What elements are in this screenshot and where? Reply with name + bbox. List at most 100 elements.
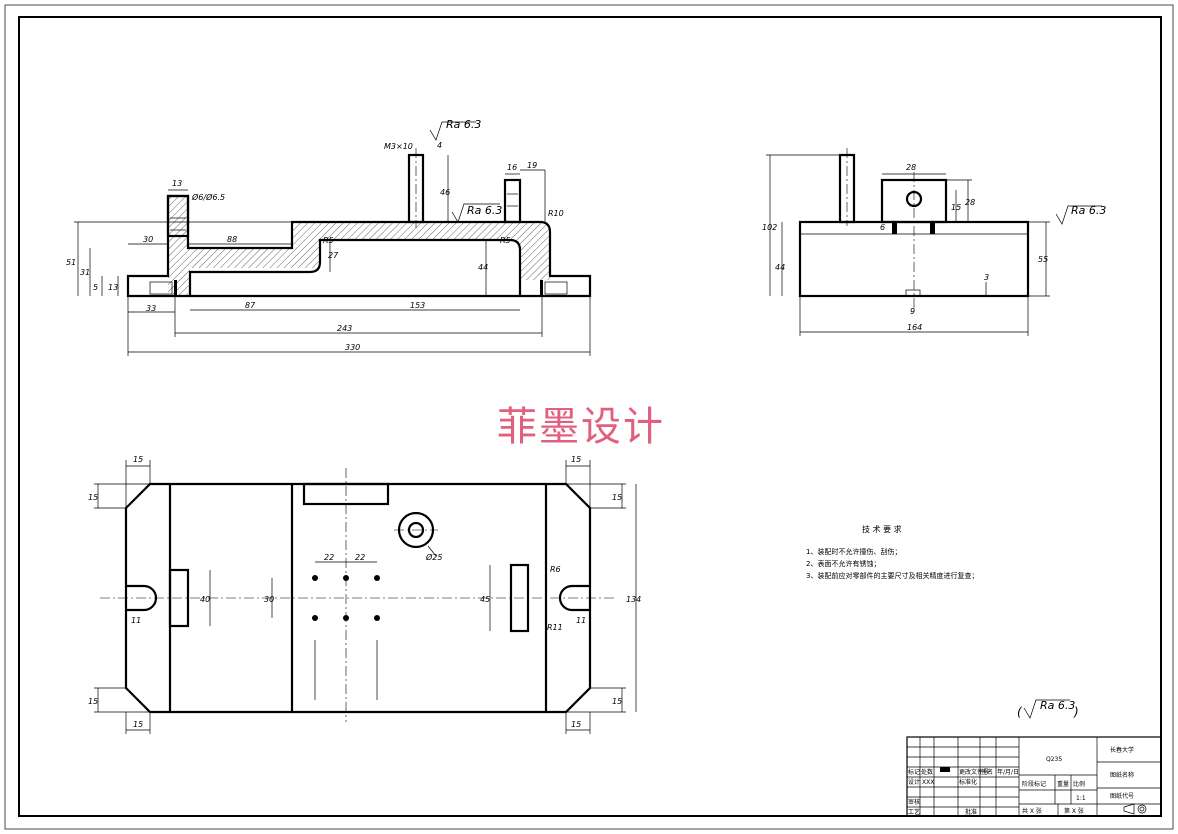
dim-153: 153 bbox=[410, 301, 425, 310]
tb-sheets-total: 共 X 张 bbox=[1022, 807, 1042, 815]
dim-28-top: 28 bbox=[906, 163, 916, 172]
general-roughness-label: Ra 6.3 bbox=[1040, 699, 1075, 712]
tech-req-item-3: 3、装配前应对零部件的主要尺寸及相关精度进行复查； bbox=[806, 571, 978, 580]
side-view: 102 28 15 28 6 44 55 3 9 164 Ra 6.3 bbox=[762, 148, 1106, 336]
tb-drawing-name: 图纸名称 bbox=[1110, 771, 1134, 779]
watermark: 菲墨设计 bbox=[497, 404, 665, 450]
dim-11-right: 11 bbox=[576, 616, 586, 625]
dim-r5-left: R5 bbox=[323, 236, 334, 245]
dim-19: 19 bbox=[527, 161, 537, 170]
tb-signature: 签名 bbox=[981, 768, 993, 776]
dim-5: 5 bbox=[93, 283, 98, 292]
dim-28-side: 28 bbox=[965, 198, 975, 207]
dim-r5-right: R5 bbox=[500, 236, 511, 245]
dim-45: 45 bbox=[480, 595, 490, 604]
roughness-side-label: Ra 6.3 bbox=[1071, 204, 1106, 217]
tapped-holes bbox=[312, 575, 380, 621]
front-inner-cavity bbox=[188, 238, 522, 296]
dim-44: 44 bbox=[478, 263, 488, 272]
dim-31: 31 bbox=[80, 268, 90, 277]
counterbore-callout: Ø6/Ø6.5 bbox=[191, 192, 225, 202]
dim-27: 27 bbox=[328, 251, 339, 260]
dim-51: 51 bbox=[66, 258, 76, 267]
dim-243: 243 bbox=[337, 324, 352, 333]
dim-15-rb: 15 bbox=[612, 697, 622, 706]
dim-330: 330 bbox=[345, 343, 360, 352]
top-dimensions bbox=[94, 460, 637, 734]
dim-13-top: 13 bbox=[172, 179, 182, 188]
dim-15-lb: 15 bbox=[88, 697, 98, 706]
projection-symbol-icon bbox=[1123, 803, 1147, 815]
tb-check: 审核 bbox=[908, 798, 920, 806]
dim-22-left: 22 bbox=[324, 553, 334, 562]
dim-15-lt: 15 bbox=[88, 493, 98, 502]
tb-material: Q235 bbox=[1046, 756, 1062, 763]
tech-req-item-1: 1、装配时不允许撞伤、刮伤； bbox=[806, 547, 901, 556]
sheet-outer-border bbox=[4, 4, 1174, 830]
top-view: 15 15 15 15 15 15 15 15 22 22 Ø25 40 30 … bbox=[88, 455, 641, 734]
dim-6: 6 bbox=[880, 223, 885, 232]
side-dimensions bbox=[766, 154, 1050, 336]
dim-33: 33 bbox=[146, 304, 156, 313]
dim-134: 134 bbox=[626, 595, 641, 604]
dim-9: 9 bbox=[910, 307, 915, 316]
thread-callout: M3×10 bbox=[384, 142, 413, 151]
dim-4: 4 bbox=[437, 141, 442, 150]
dim-164: 164 bbox=[907, 323, 922, 332]
tb-date: 年/月/日 bbox=[997, 768, 1019, 776]
dim-87: 87 bbox=[245, 301, 256, 310]
roughness-symbol-mid bbox=[451, 203, 500, 223]
dim-22-right: 22 bbox=[355, 553, 365, 562]
tb-design-value: XXX bbox=[922, 779, 934, 786]
tb-drawing-number: 图纸代号 bbox=[1110, 792, 1134, 800]
tb-standardize: 标准化 bbox=[959, 778, 977, 786]
tb-university: 长春大学 bbox=[1110, 746, 1134, 754]
roughness-mid-label: Ra 6.3 bbox=[467, 204, 502, 217]
dim-15-br: 15 bbox=[571, 720, 581, 729]
general-roughness: ( Ra 6.3 ) bbox=[1017, 699, 1079, 719]
left-bottom-slot bbox=[149, 281, 173, 295]
technical-requirements: 技 术 要 求 1、装配时不允许撞伤、刮伤； 2、表面不允许有锈蚀； 3、装配前… bbox=[806, 524, 978, 580]
svg-text:): ) bbox=[1073, 705, 1079, 719]
dim-55: 55 bbox=[1038, 255, 1048, 264]
dim-46: 46 bbox=[440, 188, 450, 197]
dim-102: 102 bbox=[762, 223, 777, 232]
dim-15: 15 bbox=[951, 203, 961, 212]
left-boss bbox=[166, 194, 190, 238]
dim-30-holes: 30 bbox=[264, 595, 274, 604]
dim-13-left: 13 bbox=[108, 283, 118, 292]
tb-mark: 标记 bbox=[908, 768, 920, 776]
side-bottom-slot bbox=[905, 289, 921, 297]
tb-sheet-no: 第 X 张 bbox=[1064, 807, 1084, 815]
right-bottom-slot bbox=[544, 281, 568, 295]
tb-design-label: 设计 bbox=[908, 778, 920, 786]
left-key-slot bbox=[168, 568, 190, 628]
dim-15-tl: 15 bbox=[133, 455, 143, 464]
tb-scale-value: 1:1 bbox=[1076, 795, 1086, 802]
dim-44-side: 44 bbox=[775, 263, 785, 272]
tb-process: 工艺 bbox=[908, 808, 920, 816]
tb-weight: 重量 bbox=[1057, 780, 1069, 788]
dim-30: 30 bbox=[143, 235, 153, 244]
dim-15-tr: 15 bbox=[571, 455, 581, 464]
front-section-view: 330 243 33 87 153 30 88 R5 R5 27 44 51 3… bbox=[66, 118, 592, 356]
tech-req-title: 技 术 要 求 bbox=[862, 524, 902, 534]
dim-r6: R6 bbox=[550, 565, 561, 574]
dim-88: 88 bbox=[227, 235, 237, 244]
sheet-inner-border bbox=[18, 16, 1162, 817]
dim-40: 40 bbox=[200, 595, 210, 604]
front-dimensions bbox=[74, 155, 591, 356]
tb-scale-label: 比例 bbox=[1073, 780, 1085, 788]
dim-3: 3 bbox=[984, 273, 989, 282]
roughness-top-label: Ra 6.3 bbox=[446, 118, 481, 131]
tb-approve: 批准 bbox=[965, 808, 977, 816]
tech-req-item-2: 2、表面不允许有锈蚀； bbox=[806, 559, 880, 568]
dim-d25: Ø25 bbox=[425, 552, 442, 562]
dim-11-left: 11 bbox=[131, 616, 141, 625]
tb-change-doc: 更改文件号 bbox=[959, 768, 989, 776]
right-boss bbox=[503, 178, 522, 224]
title-block bbox=[906, 736, 1162, 817]
roughness-symbol-top bbox=[429, 121, 476, 141]
tb-count: 处数 bbox=[921, 768, 933, 776]
